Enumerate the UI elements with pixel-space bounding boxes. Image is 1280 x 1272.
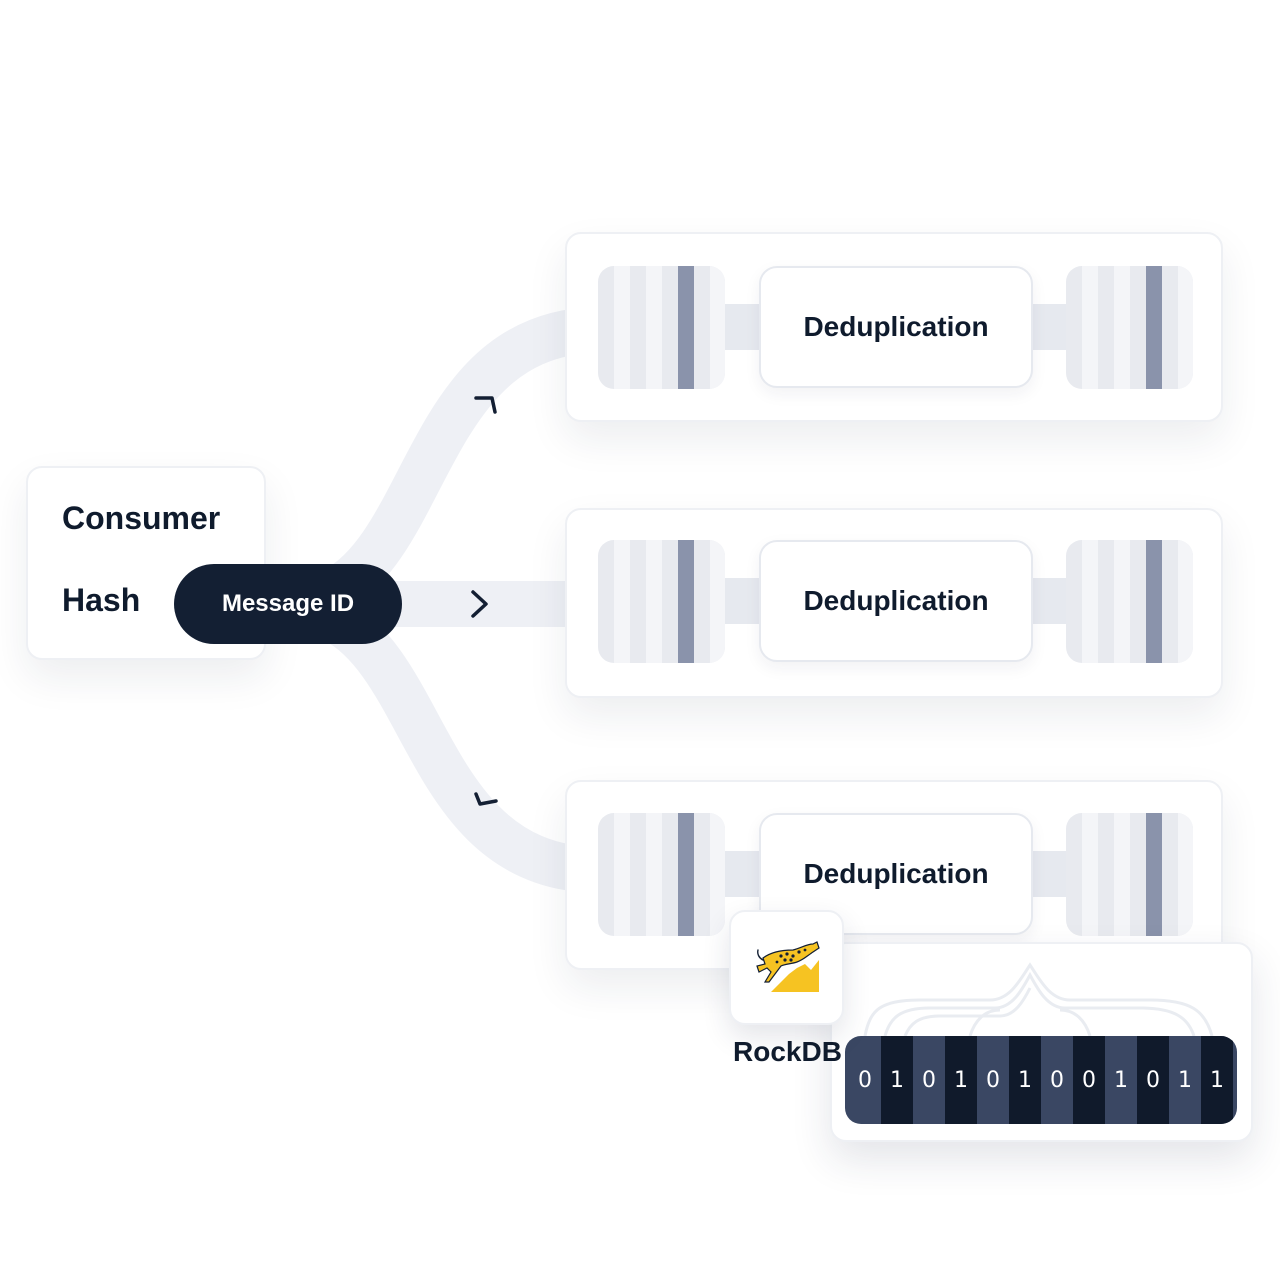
bit-cell: 0 — [1137, 1036, 1169, 1124]
link-lane3-left — [722, 851, 764, 897]
rockdb-label: RockDB — [733, 1036, 842, 1067]
consumer-title: Consumer — [62, 500, 221, 536]
cheetah-icon — [756, 941, 820, 992]
link-lane2-right — [1028, 578, 1070, 624]
link-lane1-left — [722, 304, 764, 350]
queue-lane2-right — [1066, 540, 1193, 663]
queue-lane1-right — [1066, 266, 1193, 389]
bit-cell: 0 — [1073, 1036, 1105, 1124]
bit-cell: 1 — [1201, 1036, 1233, 1124]
hash-label: Hash — [62, 582, 141, 618]
dedup-block-2: Deduplication — [759, 540, 1033, 662]
bit-cell: 1 — [1178, 1067, 1192, 1093]
bit-cell: 0 — [986, 1067, 1000, 1093]
queue-lane1-left — [598, 266, 725, 389]
bit-cell: 1 — [1009, 1036, 1041, 1124]
path-to-lane-1 — [323, 307, 601, 611]
message-id-pill: Message ID — [174, 564, 402, 644]
bit-cell: 0 — [1050, 1067, 1064, 1093]
link-lane1-right — [1028, 304, 1070, 350]
bit-cell: 1 — [1114, 1067, 1128, 1093]
bits-strip: 0 1 0 1 0 1 0 0 1 0 1 1 — [845, 1036, 1237, 1124]
queue-lane2-left — [598, 540, 725, 663]
path-to-lane-3 — [323, 599, 601, 893]
queue-lane3-left — [598, 813, 725, 936]
bit-cell: 1 — [881, 1036, 913, 1124]
rockdb-icon-card — [729, 910, 844, 1025]
bit-cell: 1 — [945, 1036, 977, 1124]
chevron-right-icon — [471, 590, 488, 618]
link-lane2-left — [722, 578, 764, 624]
dedup-block-1: Deduplication — [759, 266, 1033, 388]
bit-cell: 0 — [858, 1067, 872, 1093]
bit-cell: 0 — [922, 1067, 936, 1093]
queue-lane3-right — [1066, 813, 1193, 936]
link-lane3-right — [1028, 851, 1070, 897]
chevron-down-right-icon — [474, 792, 498, 806]
chevron-up-right-icon — [474, 396, 497, 414]
